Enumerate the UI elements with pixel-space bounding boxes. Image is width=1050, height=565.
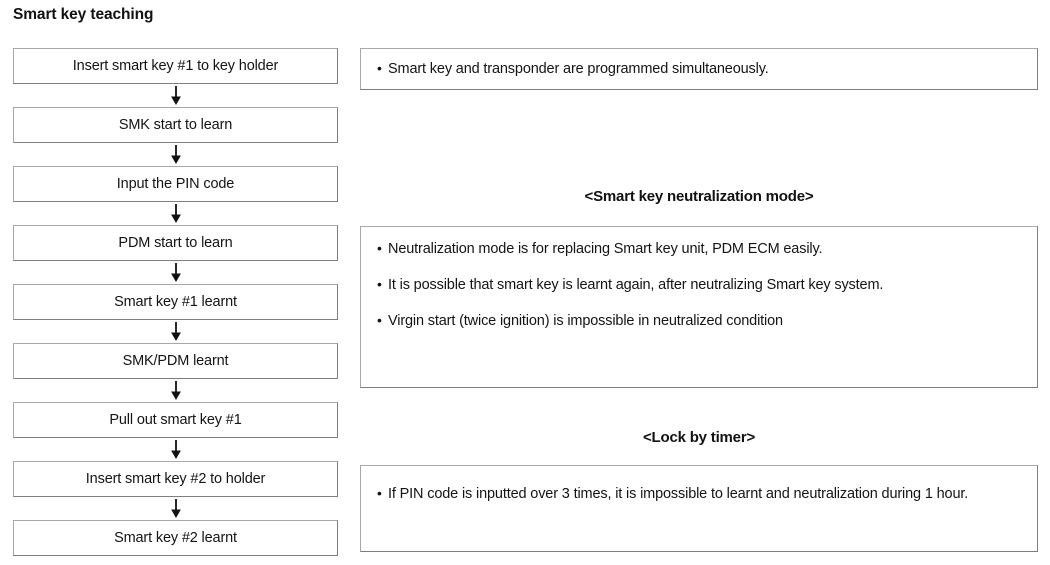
flow-step-label: Insert smart key #2 to holder <box>85 471 266 487</box>
flow-step-smart-key-1-learnt: Smart key #1 learnt <box>13 284 338 320</box>
bullet-item: • If PIN code is inputted over 3 times, … <box>377 484 1023 504</box>
flow-step-insert-smart-key-1: Insert smart key #1 to key holder <box>13 48 338 84</box>
bullet-icon: • <box>377 485 382 501</box>
neutralization-note-panel: • Neutralization mode is for replacing S… <box>360 226 1038 388</box>
bullet-item: • Virgin start (twice ignition) is impos… <box>377 311 1023 331</box>
down-arrow-icon <box>170 86 181 105</box>
down-arrow-icon <box>170 145 181 164</box>
down-arrow-icon <box>170 322 181 341</box>
bullet-item: • Neutralization mode is for replacing S… <box>377 239 1023 259</box>
lock-by-timer-note-panel: • If PIN code is inputted over 3 times, … <box>360 465 1038 552</box>
smart-key-teaching-flowchart: Insert smart key #1 to key holder SMK st… <box>13 48 338 556</box>
flow-connector <box>13 143 338 166</box>
flow-step-smk-start-to-learn: SMK start to learn <box>13 107 338 143</box>
flow-connector <box>13 84 338 107</box>
bullet-text: If PIN code is inputted over 3 times, it… <box>388 486 969 502</box>
lock-by-timer-heading: <Lock by timer> <box>642 429 756 446</box>
bullet-item: • Smart key and transponder are programm… <box>377 59 1023 79</box>
bullet-icon: • <box>377 240 382 256</box>
bullet-text: Smart key and transponder are programmed… <box>388 61 769 77</box>
bullet-item: • It is possible that smart key is learn… <box>377 275 1023 295</box>
flow-connector <box>13 261 338 284</box>
down-arrow-icon <box>170 263 181 282</box>
flow-step-label: SMK/PDM learnt <box>122 353 229 369</box>
down-arrow-icon <box>170 440 181 459</box>
flow-step-pull-out-smart-key-1: Pull out smart key #1 <box>13 402 338 438</box>
flow-step-insert-smart-key-2: Insert smart key #2 to holder <box>13 461 338 497</box>
bullet-icon: • <box>377 276 382 292</box>
flow-step-smart-key-2-learnt: Smart key #2 learnt <box>13 520 338 556</box>
bullet-icon: • <box>377 312 382 328</box>
flow-step-label: PDM start to learn <box>118 235 233 251</box>
bullet-text: It is possible that smart key is learnt … <box>388 277 884 293</box>
flow-step-label: Pull out smart key #1 <box>109 412 242 428</box>
bullet-text: Neutralization mode is for replacing Sma… <box>388 241 823 257</box>
flow-connector <box>13 438 338 461</box>
flow-connector <box>13 379 338 402</box>
bullet-icon: • <box>377 60 382 76</box>
page-title: Smart key teaching <box>13 6 154 23</box>
down-arrow-icon <box>170 381 181 400</box>
flow-step-label: Input the PIN code <box>116 176 235 192</box>
flow-step-input-the-pin-code: Input the PIN code <box>13 166 338 202</box>
flow-connector <box>13 320 338 343</box>
bullet-text: Virgin start (twice ignition) is impossi… <box>388 313 783 329</box>
flow-step-label: Smart key #2 learnt <box>114 530 237 546</box>
down-arrow-icon <box>170 499 181 518</box>
flow-step-smk-pdm-learnt: SMK/PDM learnt <box>13 343 338 379</box>
flow-step-label: Insert smart key #1 to key holder <box>72 58 279 74</box>
programming-note-panel: • Smart key and transponder are programm… <box>360 48 1038 90</box>
flow-step-label: Smart key #1 learnt <box>114 294 237 310</box>
flow-connector <box>13 202 338 225</box>
flow-connector <box>13 497 338 520</box>
flow-step-label: SMK start to learn <box>118 117 233 133</box>
flow-step-pdm-start-to-learn: PDM start to learn <box>13 225 338 261</box>
neutralization-mode-heading: <Smart key neutralization mode> <box>584 188 814 205</box>
down-arrow-icon <box>170 204 181 223</box>
